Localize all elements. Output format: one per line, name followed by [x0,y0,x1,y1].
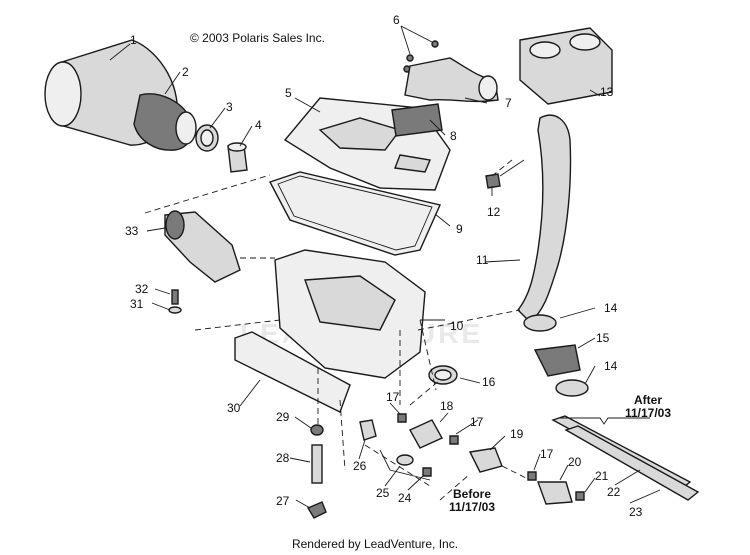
callout-7: 7 [505,96,512,110]
callout-31: 31 [130,297,144,311]
part-19-valve [468,447,503,473]
part-12-clip [485,173,501,189]
part-3-clamp [195,124,219,152]
callout-numbers: 1 2 3 4 5 6 7 8 9 10 11 12 13 14 14 15 1… [125,13,643,519]
callout-28: 28 [276,451,290,465]
callout-25: 25 [376,486,390,500]
callout-11: 11 [476,253,489,267]
part-10-airbox-base [274,249,426,379]
part-21-clip [575,491,585,501]
callout-29: 29 [276,410,290,424]
routing-dashed-lines [144,159,531,501]
callout-5: 5 [285,86,292,100]
callout-1: 1 [130,33,137,47]
callout-33: 33 [125,224,139,238]
callout-9: 9 [456,222,463,236]
callout-8: 8 [450,129,457,143]
after-note-line1: After [634,393,662,407]
callout-4: 4 [255,118,262,132]
part-22-23-long-hoses [551,415,700,501]
part-33-boot [164,210,241,283]
part-2-filter-sleeve [133,93,197,151]
after-note: After 11/17/03 [625,393,671,420]
callout-18: 18 [440,399,454,413]
part-16-clamp [428,365,458,385]
callout-2: 2 [182,65,189,79]
callout-30: 30 [227,401,241,415]
callout-12: 12 [487,205,501,219]
before-note-line1: Before [453,487,491,501]
callout-26: 26 [353,459,367,473]
before-note: Before 11/17/03 [449,487,495,514]
callout-14b: 14 [604,359,618,373]
part-17-clips [397,413,537,481]
part-6-screws [403,40,439,73]
callout-14a: 14 [604,301,618,315]
callout-3: 3 [226,100,233,114]
callout-6: 6 [393,13,400,27]
callout-32: 32 [135,282,149,296]
callout-17a: 17 [386,390,400,404]
callout-15: 15 [596,331,610,345]
callout-19: 19 [510,427,524,441]
part-8-bracket [391,103,443,137]
part-20-hose [537,481,573,505]
part-25-plug [396,454,414,466]
part-30-plate [234,331,351,413]
callout-20: 20 [568,455,582,469]
part-18-pipe [409,419,443,449]
callout-21: 21 [595,469,609,483]
leader-lines [109,25,661,509]
callout-23: 23 [629,505,643,519]
callout-24: 24 [398,491,412,505]
after-note-line2: 11/17/03 [625,406,671,420]
part-26-elbow [359,419,377,441]
part-7-duct [404,57,499,103]
part-31-32-bolt-washer [168,289,182,314]
part-13-cover [519,27,613,105]
copyright-text: © 2003 Polaris Sales Inc. [190,31,325,45]
note-brackets [379,417,650,481]
callout-17c: 17 [540,447,554,461]
part-27-28-29-drain-assembly [306,424,327,519]
callout-13: 13 [600,85,614,99]
footer-credit: Rendered by LeadVenture, Inc. [291,537,459,551]
part-9-gasket [268,171,441,256]
part-24-clip [422,467,432,477]
callout-10: 10 [450,319,464,333]
callout-17b: 17 [470,415,484,429]
callout-22: 22 [607,485,621,499]
before-note-line2: 11/17/03 [449,500,495,514]
callout-27: 27 [276,494,290,508]
callout-16: 16 [482,375,496,389]
part-4-coupler [227,142,248,173]
part-11-intake-tube [517,114,572,323]
part-14-15-clamps-coupler [523,314,589,397]
